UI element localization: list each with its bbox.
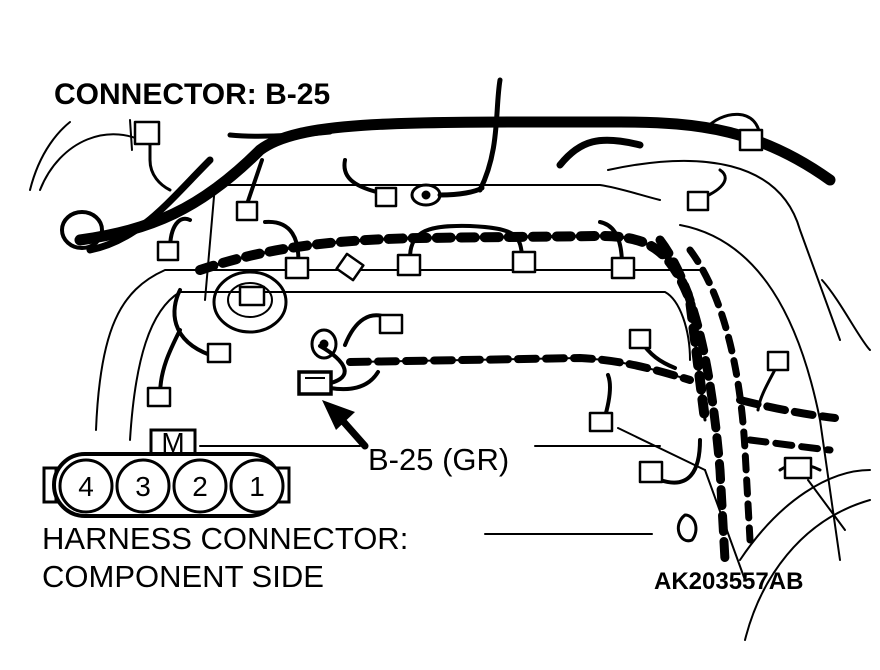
pin-4-socket <box>58 458 114 514</box>
pin-1-socket <box>229 458 285 514</box>
b25-callout-label: B-25 (GR) <box>368 442 510 477</box>
pin-2-socket <box>172 458 228 514</box>
harness-connector-label: HARNESS CONNECTOR: <box>42 521 409 556</box>
connector-key-label: M <box>161 427 184 458</box>
b25-connector-marker <box>297 370 333 396</box>
pin-2-label: 2 <box>192 471 208 502</box>
component-side-label: COMPONENT SIDE <box>42 559 324 594</box>
pin-3-label: 3 <box>135 471 151 502</box>
diagram-title: CONNECTOR: B-25 <box>54 78 331 111</box>
pointer-arrow-icon <box>322 400 369 450</box>
harness-connector-face: M 4 3 2 1 <box>42 427 291 518</box>
pin-1-label: 1 <box>249 471 265 502</box>
figure-code: AK203557AB <box>654 568 804 595</box>
pin-3-socket <box>115 458 171 514</box>
pin-4-label: 4 <box>78 471 94 502</box>
